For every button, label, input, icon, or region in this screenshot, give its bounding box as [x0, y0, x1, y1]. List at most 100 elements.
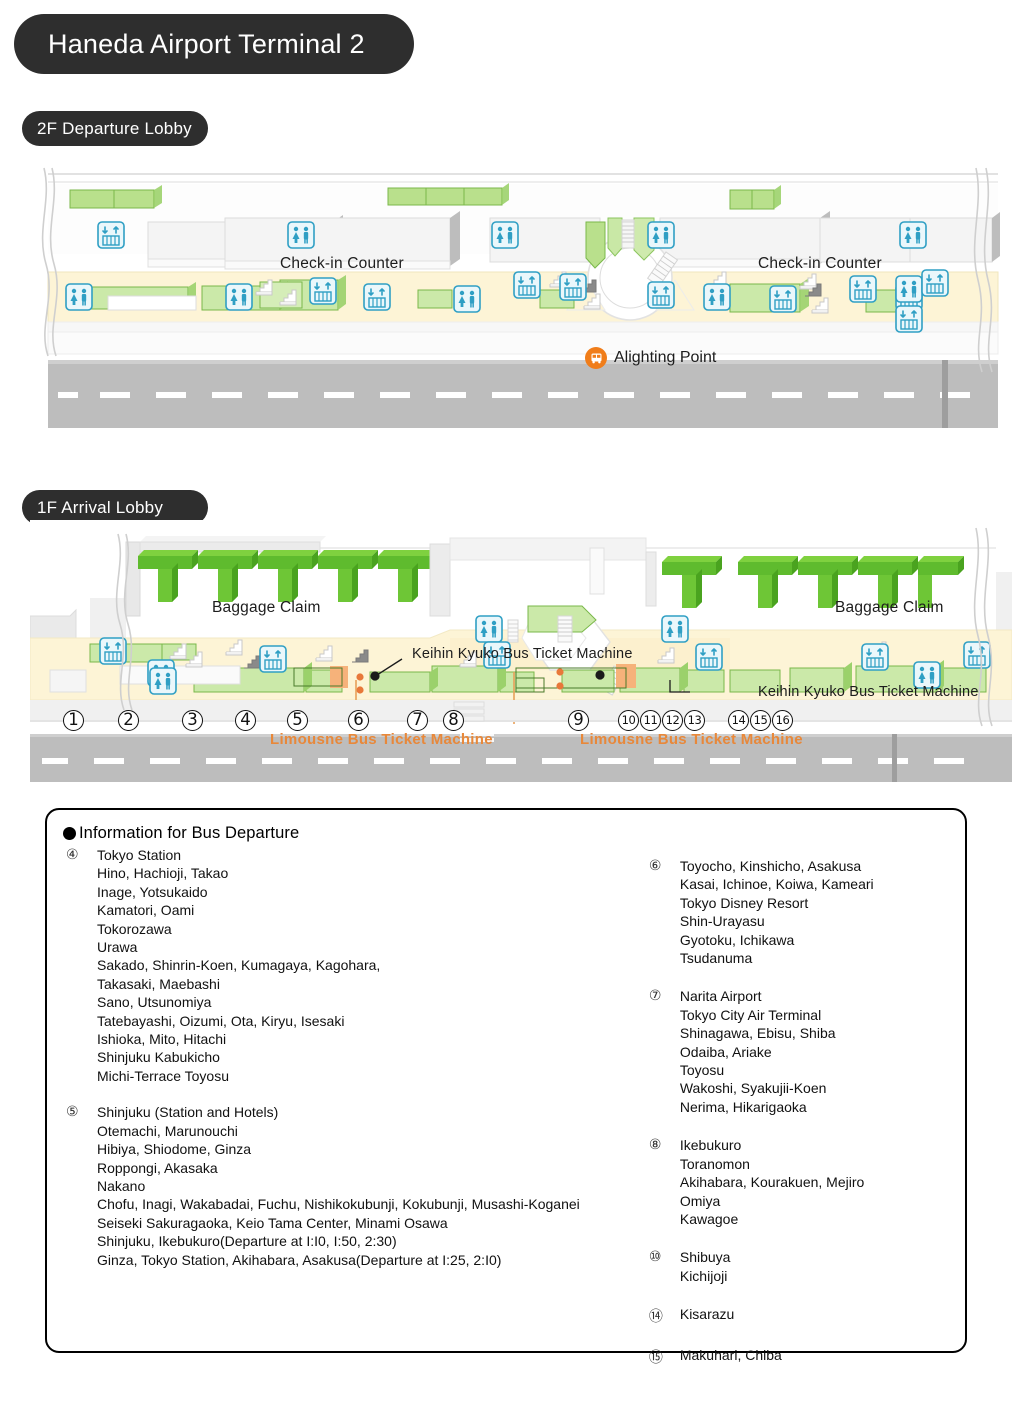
info-right-entry: ⑭ Kisarazu — [646, 1305, 947, 1326]
keihin-kyuko-label-left: Keihin Kyuko Bus Ticket Machine — [412, 646, 633, 662]
destination-line: Shinagawa, Ebisu, Shiba — [679, 1025, 836, 1042]
bus-departure-info-box: Information for Bus Departure ④ Tokyo Sta… — [45, 808, 967, 1366]
bus-stop-marker-15[interactable]: 15 — [750, 710, 771, 731]
info-heading: Information for Bus Departure — [63, 824, 947, 843]
info-right-entry-number: ⑦ — [648, 988, 662, 1005]
bus-stop-marker-6[interactable]: 6 — [348, 710, 369, 731]
destination-line: Kawagoe — [679, 1210, 739, 1227]
info-right-entry-destinations: Makuhari, Chiba — [680, 1346, 782, 1367]
info-left-entry-number: ④ — [66, 847, 79, 863]
destination-line: Tokorozawa — [97, 920, 172, 937]
destination-line: Wakoshi, Syakujii-Koen — [679, 1080, 827, 1097]
destination-line: Tatebayashi, Oizumi, Ota, Kiryu, Isesaki — [97, 1012, 345, 1029]
map-2f-departure-lobby: Check-in Counter Check-in Counter Alight… — [30, 160, 1012, 450]
destination-line: Sakado, Shinrin-Koen, Kumagaya, Kagohara… — [97, 957, 381, 974]
destination-line: Makuhari, Chiba — [679, 1347, 782, 1364]
baggage-claim-label-right: Baggage Claim — [835, 599, 944, 616]
baggage-claim-label-left: Baggage Claim — [212, 599, 321, 616]
floor-label-1f: 1F Arrival Lobby — [22, 490, 208, 525]
destination-line: Omiya — [679, 1192, 721, 1209]
info-heading-text: Information for Bus Departure — [79, 824, 300, 842]
bus-stop-marker-2[interactable]: 2 — [118, 710, 139, 731]
bus-stop-marker-1[interactable]: 1 — [63, 710, 84, 731]
info-right-entry-destinations: Kisarazu — [680, 1305, 734, 1326]
bus-stop-marker-7[interactable]: 7 — [407, 710, 428, 731]
destination-line: Inage, Yotsukaido — [97, 883, 208, 900]
bullet-dot-icon — [63, 827, 76, 840]
bus-stop-marker-13[interactable]: 13 — [684, 710, 705, 731]
destination-line: Chofu, Inagi, Wakabadai, Fuchu, Nishikok… — [97, 1196, 580, 1213]
bus-stop-marker-16[interactable]: 16 — [772, 710, 793, 731]
alighting-point-label: Alighting Point — [614, 349, 717, 366]
bus-stop-marker-14[interactable]: 14 — [728, 710, 749, 731]
map-2f-graphic — [41, 167, 1000, 428]
limousine-ticket-label-left: Limousne Bus Ticket Machine — [270, 731, 493, 748]
destination-line: Tokyo Disney Resort — [679, 894, 809, 911]
bus-stop-marker-5[interactable]: 5 — [287, 710, 308, 731]
page-title: Haneda Airport Terminal 2 — [14, 14, 414, 74]
destination-line: Sano, Utsunomiya — [97, 994, 212, 1011]
destination-line: Tsudanuma — [679, 950, 753, 967]
checkin-counter-label-left: Check-in Counter — [280, 255, 404, 272]
info-left-entry-number: ⑤ — [66, 1104, 79, 1121]
destination-line: Seiseki Sakuragaoka, Keio Tama Center, M… — [97, 1214, 448, 1231]
bus-stop-marker-8[interactable]: 8 — [443, 710, 464, 731]
destination-line: Shinjuku (Station and Hotels) — [97, 1104, 279, 1121]
destination-line: Ikebukuro — [679, 1137, 742, 1154]
destination-line: Nakano — [97, 1177, 146, 1194]
destination-line: Tokyo Station — [97, 847, 182, 863]
destination-line: Toyosu — [679, 1062, 725, 1079]
destination-line: Shibuya — [679, 1249, 731, 1266]
bus-icon — [585, 347, 607, 369]
destination-line: Shinjuku Kabukicho — [97, 1049, 220, 1066]
destination-line: Kamatori, Oami — [97, 902, 195, 919]
checkin-counter-label-right: Check-in Counter — [758, 255, 882, 272]
map-1f-arrival-lobby: Baggage Claim Baggage Claim Keihin Kyuko… — [30, 520, 1012, 792]
bus-stop-marker-10[interactable]: 10 — [618, 710, 639, 731]
destination-line: Nerima, Hikarigaoka — [679, 1098, 807, 1115]
keihin-kyuko-label-right: Keihin Kyuko Bus Ticket Machine — [758, 684, 979, 700]
destination-line: Tokyo City Air Terminal — [679, 1006, 822, 1023]
limousine-ticket-label-right: Limousne Bus Ticket Machine — [580, 731, 803, 748]
bus-stop-marker-3[interactable]: 3 — [182, 710, 203, 731]
destination-line: Shinjuku, Ikebukuro(Departure at I:I0, I… — [97, 1233, 397, 1250]
destination-line: Toranomon — [679, 1155, 750, 1172]
destination-line: Kisarazu — [679, 1306, 735, 1323]
destination-line: Toyocho, Kinshicho, Asakusa — [679, 858, 862, 874]
destination-line: Hibiya, Shiodome, Ginza — [97, 1141, 252, 1158]
info-right-entry-number: ⑥ — [648, 858, 662, 874]
map-1f-graphic — [30, 520, 1012, 782]
bus-stop-marker-12[interactable]: 12 — [662, 710, 683, 731]
destination-line: Ginza, Tokyo Station, Akihabara, Asakusa… — [97, 1251, 502, 1268]
info-right-entry-number: ⑩ — [648, 1249, 662, 1266]
info-left-entry-destinations: Shinjuku (Station and Hotels)Otemachi, M… — [97, 1103, 580, 1269]
destination-line: Urawa — [97, 939, 138, 956]
destination-line: Michi-Terrace Toyosu — [97, 1067, 230, 1084]
bus-stop-marker-4[interactable]: 4 — [235, 710, 256, 731]
destination-line: Takasaki, Maebashi — [97, 975, 220, 992]
destination-line: Shin-Urayasu — [679, 913, 765, 930]
destination-line: Otemachi, Marunouchi — [97, 1122, 238, 1139]
info-right-entry-number: ⑭ — [648, 1309, 663, 1326]
destination-line: Kasai, Ichinoe, Koiwa, Kameari — [679, 876, 874, 893]
info-right-entry-number: ⑧ — [648, 1137, 662, 1154]
destination-line: Hino, Hachioji, Takao — [97, 865, 229, 882]
destination-line: Akihabara, Kourakuen, Mejiro — [679, 1174, 865, 1191]
destination-line: Ishioka, Mito, Hitachi — [97, 1031, 227, 1048]
destination-line: Narita Airport — [679, 988, 762, 1005]
floor-label-2f: 2F Departure Lobby — [22, 111, 208, 146]
bus-stop-marker-9[interactable]: 9 — [568, 710, 589, 731]
bus-stop-marker-11[interactable]: 11 — [640, 710, 661, 731]
destination-line: Odaiba, Ariake — [679, 1043, 772, 1060]
